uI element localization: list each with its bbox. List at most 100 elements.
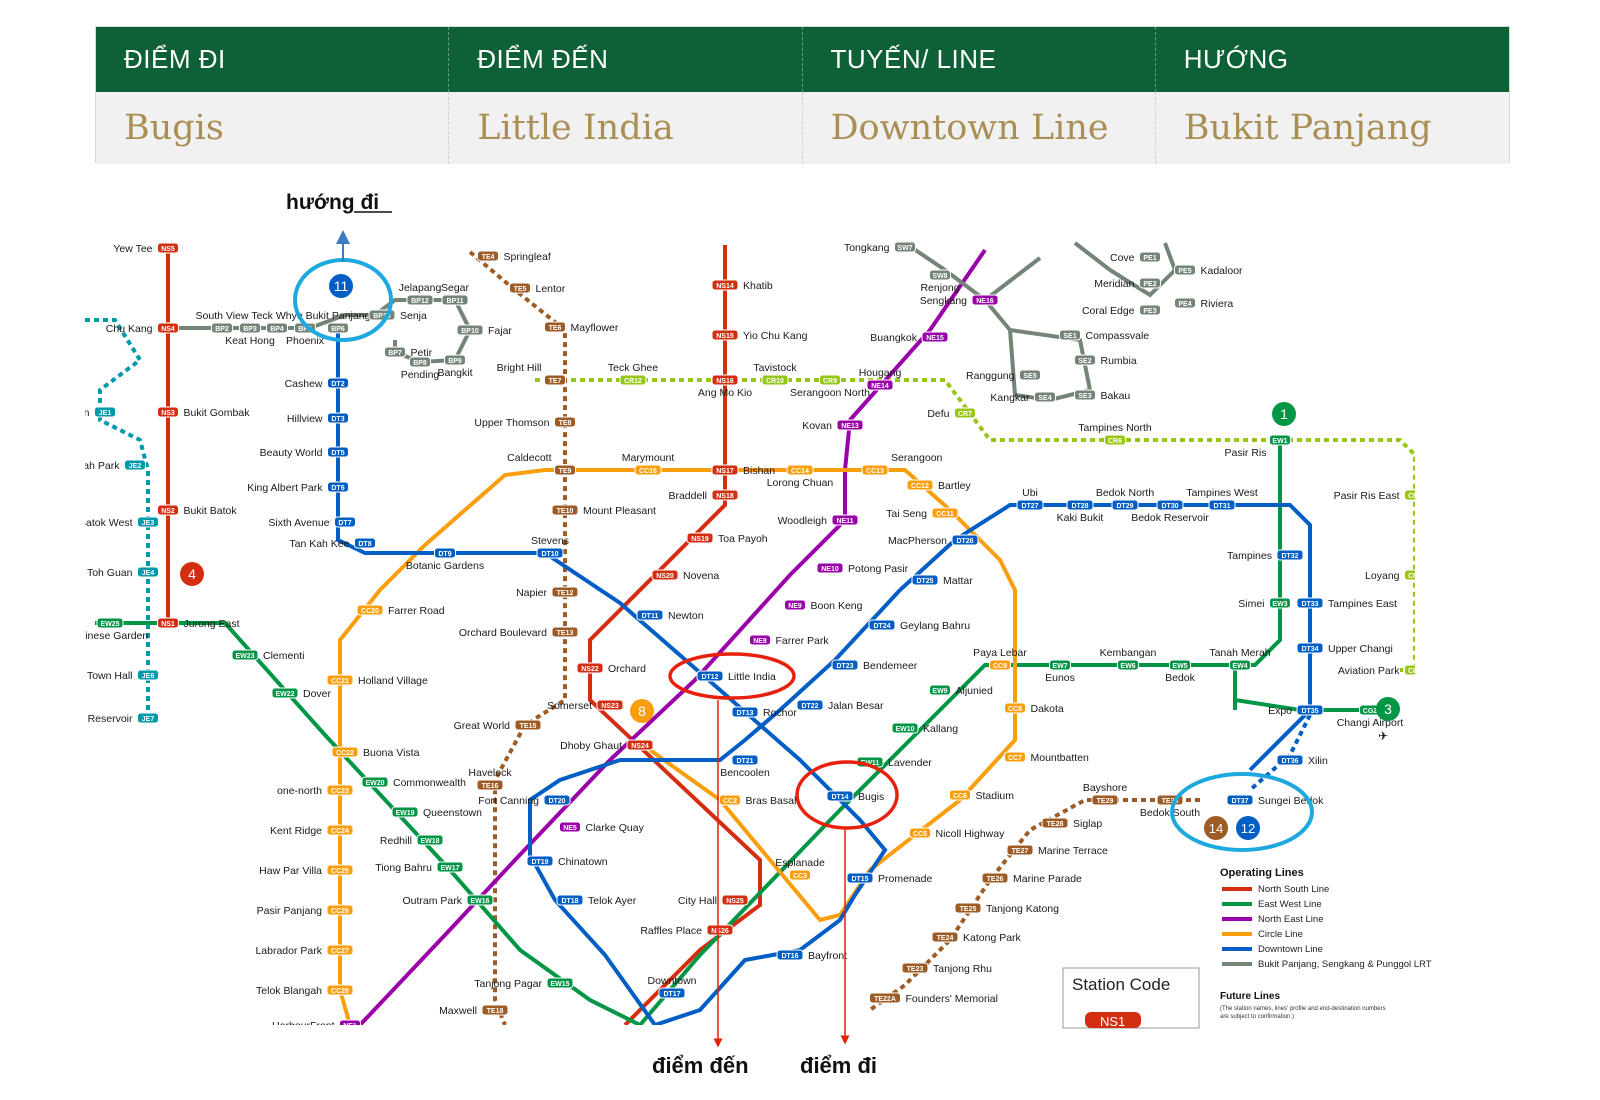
station-code-text: PE3 [1143, 308, 1156, 315]
station-name: Paya Lebar [973, 647, 1027, 659]
station-code-text: SE1 [1063, 333, 1076, 340]
station-code-pill [931, 931, 959, 943]
station-sixthave: DT7 Sixth Avenue [268, 516, 356, 529]
station-name: Braddell [668, 490, 707, 502]
station-name: Orchard [608, 663, 646, 675]
station-name: Simei [1238, 598, 1264, 610]
legend-label: East West Line [1258, 899, 1322, 910]
station-code-text: DT31 [1213, 503, 1230, 510]
station-name: Compassvale [1086, 330, 1150, 342]
station-name: Sungei Bedok [1258, 795, 1324, 807]
station-code-pill [1229, 659, 1251, 671]
station-name: Hillview [287, 413, 323, 425]
station-code-text: EW20 [365, 780, 384, 787]
station-code-pill [596, 699, 624, 711]
station-code-text: TE25 [960, 906, 977, 913]
value-origin: Bugis [96, 92, 450, 164]
station-name: Marine Terrace [1038, 845, 1108, 857]
station-name: Bukit Panjang [306, 310, 371, 322]
station-name: Orchard Boulevard [459, 627, 547, 639]
station-name: Mountbatten [1031, 752, 1090, 764]
station-name: Tampines East [1328, 598, 1397, 610]
station-code-text: EW5 [1172, 663, 1187, 670]
station-code-pill [331, 746, 359, 758]
station-code-pill [509, 282, 531, 294]
station-code-text: DT20 [548, 798, 565, 805]
badge-8: 8 [630, 699, 654, 723]
station-name: Rumbia [1101, 355, 1137, 367]
station-code-text: NS23 [601, 703, 619, 710]
station-name: Dakota [1031, 703, 1064, 715]
station-name: Kadaloor [1201, 265, 1244, 277]
station-code-text: DT6 [331, 485, 344, 492]
station-name: Keat Hong [225, 335, 275, 347]
station-name: Novena [683, 570, 719, 582]
station-code-pill [1016, 499, 1044, 511]
station-code-text: NS2 [161, 508, 175, 515]
route-info-table: ĐIỂM ĐI ĐIỂM ĐẾN TUYẾN/ LINE HƯỚNG Bugis… [95, 26, 1510, 164]
station-code-text: TE4 [482, 254, 495, 261]
station-name: Bedok [1165, 672, 1196, 684]
station-code-text: CR3 [1408, 573, 1422, 580]
station-code-text: CC9 [993, 663, 1007, 670]
station-code-text: SE2 [1078, 358, 1091, 365]
station-code-text: TE10 [557, 508, 574, 515]
legend-label: North East Line [1258, 914, 1323, 925]
station-code-pill [861, 464, 889, 476]
station-code-text: CC24 [331, 828, 349, 835]
station-name: Upper Changi [1328, 643, 1393, 655]
station-name: Bras Basah [746, 795, 800, 807]
station-code-pill [906, 479, 934, 491]
station-name: Chinese Garden [72, 630, 149, 642]
station-code-text: EW1 [1272, 438, 1287, 445]
station-code-pill [544, 374, 566, 386]
station-code-pill [776, 949, 804, 961]
station-name: Jurong East [184, 618, 240, 630]
station-name: Xilin [1308, 755, 1328, 767]
station-code-pill [554, 416, 576, 428]
station-name: Cove [1110, 252, 1135, 264]
station-name: Woodleigh [778, 515, 828, 527]
station-code-pill [434, 547, 456, 559]
station-code-text: TE9 [559, 468, 572, 475]
station-name: Sixth Avenue [268, 517, 329, 529]
station-code-pill [416, 834, 444, 846]
station-code-pill [554, 464, 576, 476]
legend-title: Operating Lines [1220, 867, 1304, 879]
station-name: Esplanade [775, 857, 825, 869]
station-code-pill [391, 806, 419, 818]
station-code-text: DT17 [663, 991, 680, 998]
station-code-text: DT24 [873, 623, 890, 630]
station-code-text: DT7 [338, 520, 351, 527]
station-code-pill [731, 706, 759, 718]
